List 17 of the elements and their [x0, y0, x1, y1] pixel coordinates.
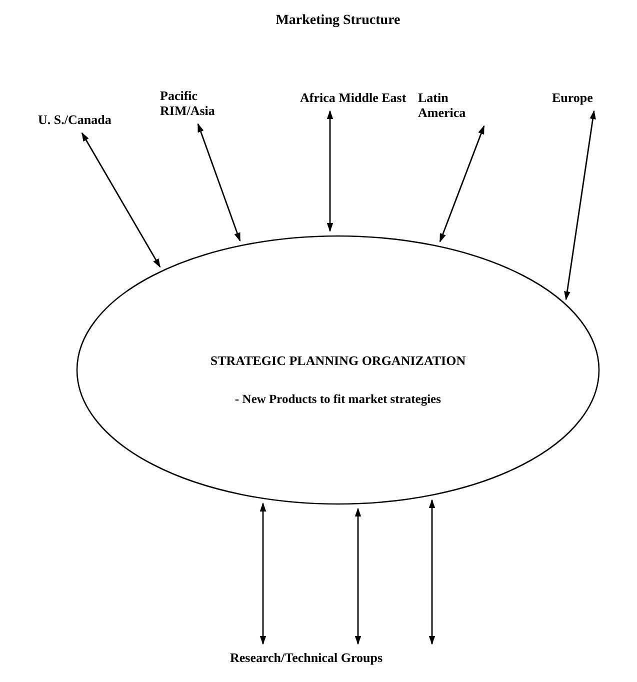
double-arrow: [354, 508, 362, 645]
double-arrow: [428, 499, 436, 645]
node-label: Pacific RIM/Asia: [160, 88, 216, 118]
double-arrow: [197, 123, 241, 242]
double-arrow: [564, 110, 596, 300]
node-label: Europe: [552, 90, 594, 105]
double-arrow: [81, 132, 161, 268]
node-label: Latin America: [418, 90, 467, 120]
node-label: Research/Technical Groups: [230, 650, 384, 665]
double-arrow: [439, 125, 485, 242]
node-label: Africa Middle East: [300, 90, 408, 105]
double-arrow: [326, 110, 334, 232]
node-heading: STRATEGIC PLANNING ORGANIZATION: [210, 352, 466, 370]
double-arrow: [260, 502, 266, 645]
node-text: - New Products to fit market strategies: [235, 391, 441, 408]
diagram-title: Marketing Structure: [274, 12, 402, 30]
node-label: U. S./Canada: [38, 112, 112, 127]
